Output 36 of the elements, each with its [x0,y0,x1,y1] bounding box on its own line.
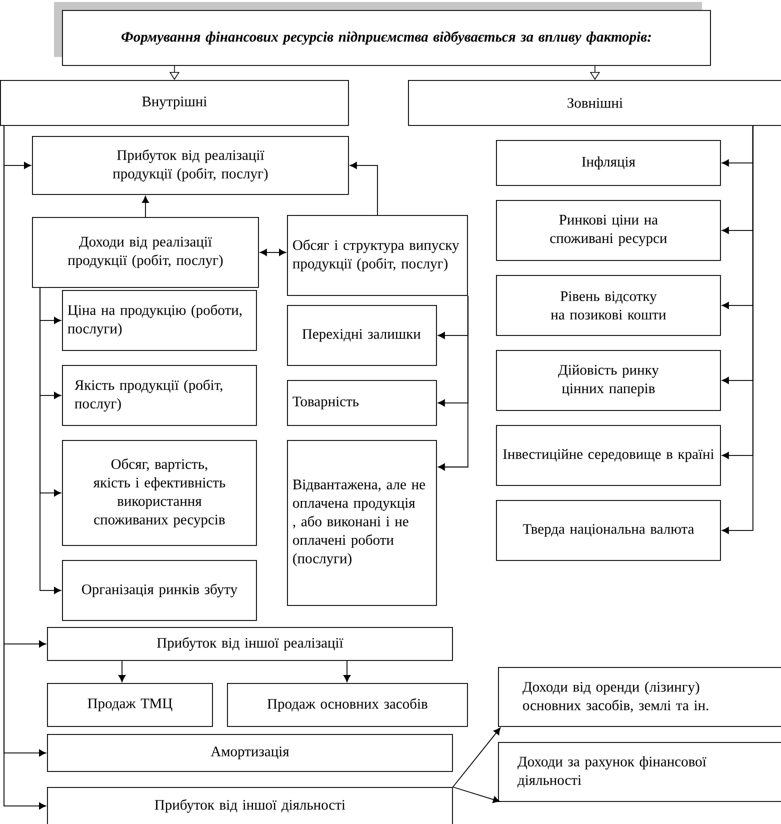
factor-box: Продаж основних засобів [227,683,468,727]
arrow [722,125,754,534]
arrow [438,295,468,471]
category-box: Зовнішні [408,80,781,126]
factor-box: Якість продукції (робіт, послуг) [62,365,257,426]
arrow [452,728,501,788]
factor-box: Прибуток від іншої діяльності [47,787,453,824]
factor-box: Інвестиційне середовище в країні [496,425,721,486]
factor-box: Відвантажена, але не оплачена продукція , або виконані і не оплачені роботи (послуги) [287,440,437,606]
arrow [452,786,500,804]
arrow [118,660,126,682]
factor-box: Рівень відсотку на позикові кошти [496,275,721,336]
factor-box: Прибуток від іншої реалізації [47,627,453,661]
factor-box: Товарність [287,380,437,426]
factor-box: Обсяг, вартість, якість і ефективність використання споживаних ресурсів [62,440,257,546]
arrow [343,660,351,682]
factor-box: Продаж ТМЦ [47,683,213,727]
factor-box: Обсяг і структура випуску продукції (робіт, послуг) [287,215,468,296]
arrow [40,287,62,594]
factor-box: Ціна на продукцію (роботи, послуги) [62,290,257,351]
factor-box: Ринкові ціни на споживані ресурси [496,200,721,261]
factor-box: Амортизація [47,734,453,772]
factor-box: Перехідні залишки [287,305,437,366]
factor-box: Прибуток від реалізації продукції (робіт, послуг) [32,136,349,195]
factor-box: Інфляція [496,140,721,186]
category-box: Внутрішні [0,80,349,126]
title-box: Формування фінансових ресурсів підприємства відбувається за впливу факторів: [54,2,711,66]
arrow [142,196,149,218]
factor-box: Доходи за рахунок фінансової діяльності [498,742,781,802]
factor-box: Доходи від оренди (лізингу) основних засобів, землі та ін. [498,667,781,727]
factor-box: Дійовість ринку цінних паперів [496,350,721,411]
factor-box: Доходи від реалізації продукції (робіт, послуг) [32,217,259,288]
arrow [260,248,286,256]
factor-box: Організація ринків збуту [62,560,257,621]
arrow [350,162,378,216]
factor-box: Тверда національна валюта [496,500,721,561]
